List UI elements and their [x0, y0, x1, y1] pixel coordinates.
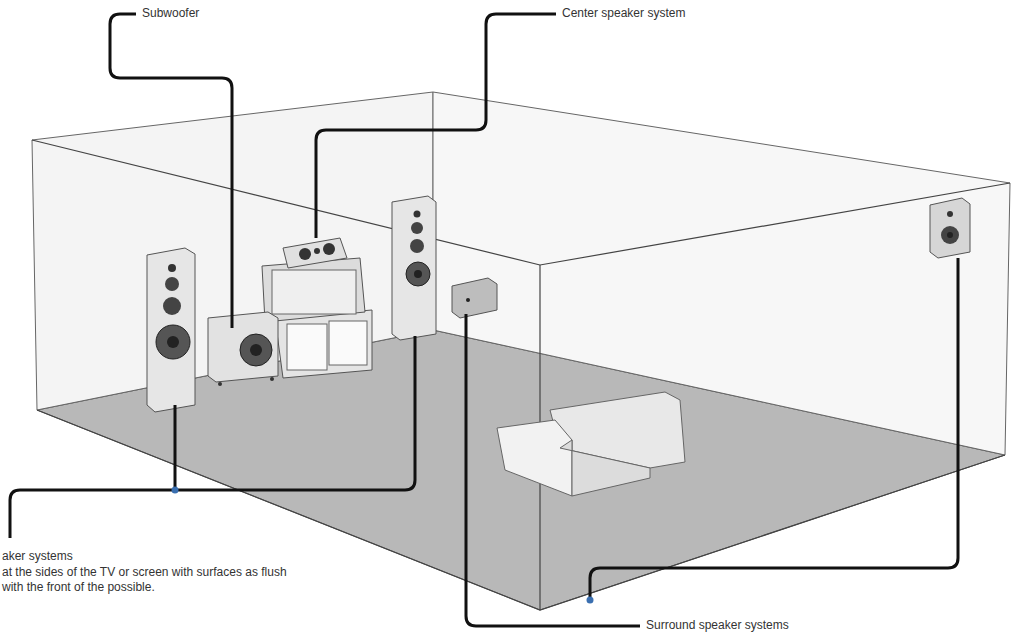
placement-note: at the sides of the TV or screen with su…	[2, 565, 302, 595]
center-speaker-label: Center speaker system	[562, 6, 685, 21]
subwoofer-label: Subwoofer	[142, 6, 199, 21]
front-speaker-label: aker systems	[2, 549, 73, 564]
leader-lines	[10, 14, 958, 626]
surround-speaker-label: Surround speaker systems	[646, 618, 789, 633]
